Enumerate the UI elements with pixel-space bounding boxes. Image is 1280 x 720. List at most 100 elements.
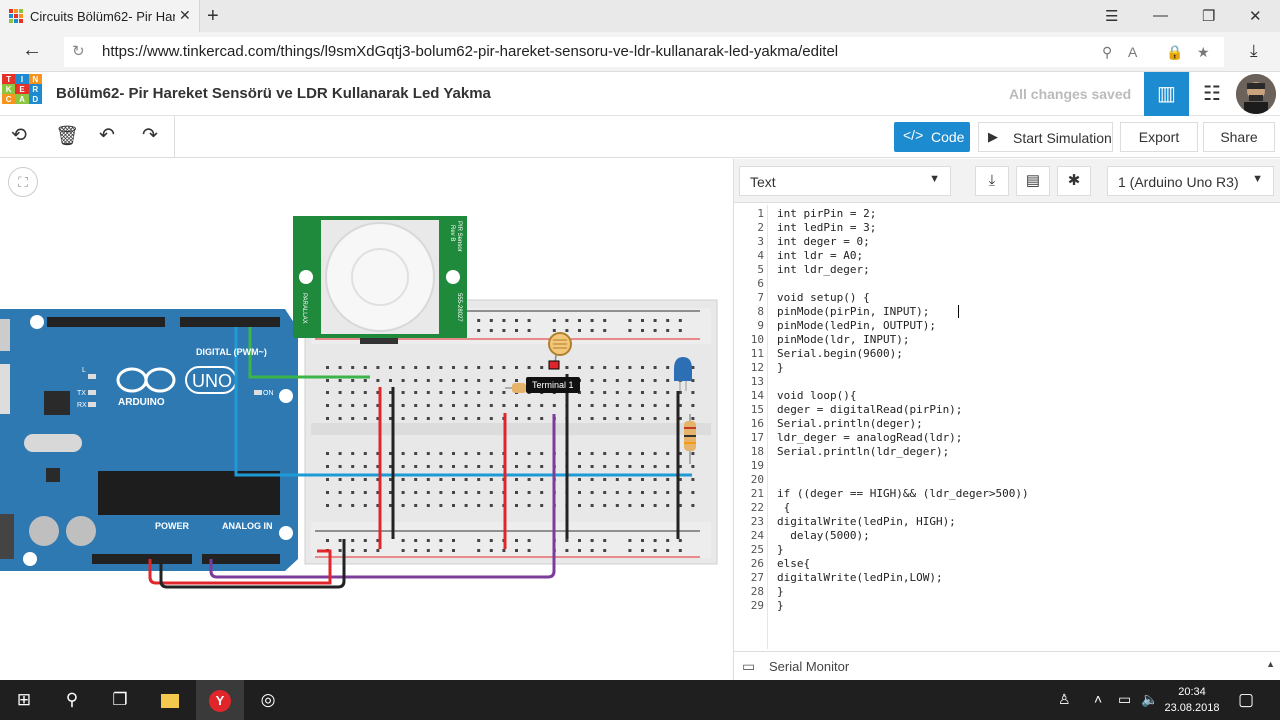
code-line[interactable]: digitalWrite(ledPin, HIGH); [777,515,956,528]
redo-icon[interactable]: ↷ [142,125,158,146]
chevron-down-icon: ▼ [929,173,940,185]
circuit-canvas[interactable]: ⛶ [0,159,733,680]
board-select[interactable]: 1 (Arduino Uno R3) ▼ [1107,166,1274,196]
power-label: POWER [155,521,190,531]
window-close-icon[interactable]: ✕ [1249,8,1262,25]
code-line[interactable]: } [777,361,784,374]
pir-title: PIR Sensor [456,221,462,252]
wires[interactable] [148,327,692,589]
app-icon[interactable]: ◎ [260,690,276,709]
code-line[interactable]: Serial.begin(9600); [777,347,903,360]
pir-brand: PARALLAX [301,293,307,324]
search-icon[interactable]: ⚲ [1102,44,1113,60]
star-icon[interactable]: ★ [1197,44,1210,60]
menu-icon[interactable]: ☰ [1105,8,1119,25]
code-line[interactable]: } [777,543,784,556]
terminal-marker[interactable] [548,360,560,370]
led[interactable] [674,357,692,391]
tinkercad-logo[interactable]: T I N K E R C A D [2,74,42,114]
lock-icon[interactable]: 🔒 [1166,44,1184,60]
tx-label: TX [77,390,86,397]
component-list-icon[interactable]: ☷ [1203,83,1221,105]
download-code-icon[interactable]: ⤓ [975,166,1009,196]
code-line[interactable]: } [777,599,784,612]
code-line[interactable]: int deger = 0; [777,235,870,248]
code-line[interactable]: delay(5000); [777,529,870,542]
yandex-browser-icon[interactable]: Y [196,680,244,720]
fit-view-icon[interactable]: ⛶ [8,167,38,197]
start-simulation-button[interactable]: ▶ Start Simulation [978,122,1113,152]
circuit-view-icon[interactable]: ▥ [1144,72,1189,116]
line-number: 3 [757,235,764,248]
network-icon[interactable]: ▭ [1118,691,1132,707]
code-line[interactable]: void setup() { [777,291,870,304]
notification-icon[interactable]: ▢ [1238,690,1255,709]
code-line[interactable]: ldr_deger = analogRead(ldr); [777,431,963,444]
export-button[interactable]: Export [1120,122,1198,152]
new-tab-icon[interactable]: + [207,5,219,27]
share-button[interactable]: Share [1203,122,1275,152]
avatar[interactable] [1236,74,1276,114]
code-line[interactable]: int pirPin = 2; [777,207,877,220]
people-icon[interactable]: ♙ [1058,691,1071,707]
library-icon[interactable]: ▤ [1016,166,1050,196]
code-line[interactable]: int ldr = A0; [777,249,864,262]
url-field[interactable]: https://www.tinkercad.com/things/l9smXdG… [102,43,839,60]
chevron-up-icon[interactable]: ˄ [1094,691,1103,707]
arduino-board[interactable] [0,309,298,571]
code-line[interactable]: int ldr_deger; [777,263,870,276]
code-line[interactable]: pinMode(ledPin, OUTPUT); [777,319,936,332]
serial-monitor-bar[interactable]: ▭ Serial Monitor ▲ [734,651,1280,680]
circuit-drawing: DIGITAL (PWM~) ARDUINO UNO POWER ANALOG … [0,216,718,589]
line-number: 18 [750,445,764,458]
minimize-icon[interactable]: — [1153,7,1168,24]
resistor-2[interactable] [684,414,696,464]
undo-icon[interactable]: ↶ [99,125,115,146]
project-title[interactable]: Bölüm62- Pir Hareket Sensörü ve LDR Kull… [56,85,491,102]
code-line[interactable]: { [777,501,791,514]
task-view-icon[interactable]: ❐ [112,690,128,709]
code-line[interactable]: Serial.println(deger); [777,417,923,430]
delete-icon[interactable]: 🗑 [55,126,80,147]
line-number: 6 [757,277,764,290]
rotate-icon[interactable]: ⟲ [11,125,27,146]
line-number: 22 [750,501,764,514]
restore-icon[interactable]: ❐ [1202,8,1216,25]
file-explorer-icon[interactable] [146,680,194,720]
line-number: 4 [757,249,764,262]
code-line[interactable]: } [777,585,784,598]
code-line[interactable]: deger = digitalRead(pirPin); [777,403,963,416]
code-icon: </> [903,127,924,143]
browser-tab[interactable]: Circuits Bölüm62- Pir Hareket Sensörü ve… [0,0,200,32]
code-mode-select[interactable]: Text ▼ [739,166,951,196]
translate-icon[interactable]: A [1128,44,1138,60]
code-line[interactable]: pinMode(ldr, INPUT); [777,333,910,346]
resistor-1[interactable] [505,383,528,393]
download-icon[interactable]: ⤓ [1250,41,1258,60]
back-arrow-icon[interactable]: ← [22,39,42,61]
url-box[interactable]: ↻ https://www.tinkercad.com/things/l9smX… [64,37,1224,67]
code-line[interactable]: else{ [777,557,811,570]
line-number: 28 [750,585,764,598]
windows-start-icon[interactable]: ⊞ [16,690,32,709]
chevron-up-icon[interactable]: ▲ [1266,659,1275,669]
code-line[interactable]: if ((deger == HIGH)&& (ldr_deger>500)) [777,487,1029,500]
debugger-icon[interactable]: ✱ [1057,166,1091,196]
code-line[interactable]: digitalWrite(ledPin,LOW); [777,571,943,584]
volume-icon[interactable]: 🔈 [1141,691,1159,707]
l-label: L [82,367,86,374]
clock[interactable]: 20:34 23.08.2018 [1163,684,1221,716]
line-number: 20 [750,473,764,486]
search-icon[interactable]: ⚲ [65,690,79,709]
code-line[interactable]: pinMode(pirPin, INPUT); [777,305,930,318]
code-line[interactable]: Serial.println(ldr_deger); [777,445,950,458]
photoresistor[interactable] [548,332,572,365]
tinkercad-header: T I N K E R C A D Bölüm62- Pir Hareket S… [0,72,1280,116]
pir-sensor[interactable] [293,216,467,344]
code-line[interactable]: int ledPin = 3; [777,221,877,234]
code-button[interactable]: </> Code [894,122,970,152]
code-line[interactable]: void loop(){ [777,389,857,402]
reload-icon[interactable]: ↻ [72,43,85,60]
tab-close-icon[interactable]: ✕ [179,7,191,23]
